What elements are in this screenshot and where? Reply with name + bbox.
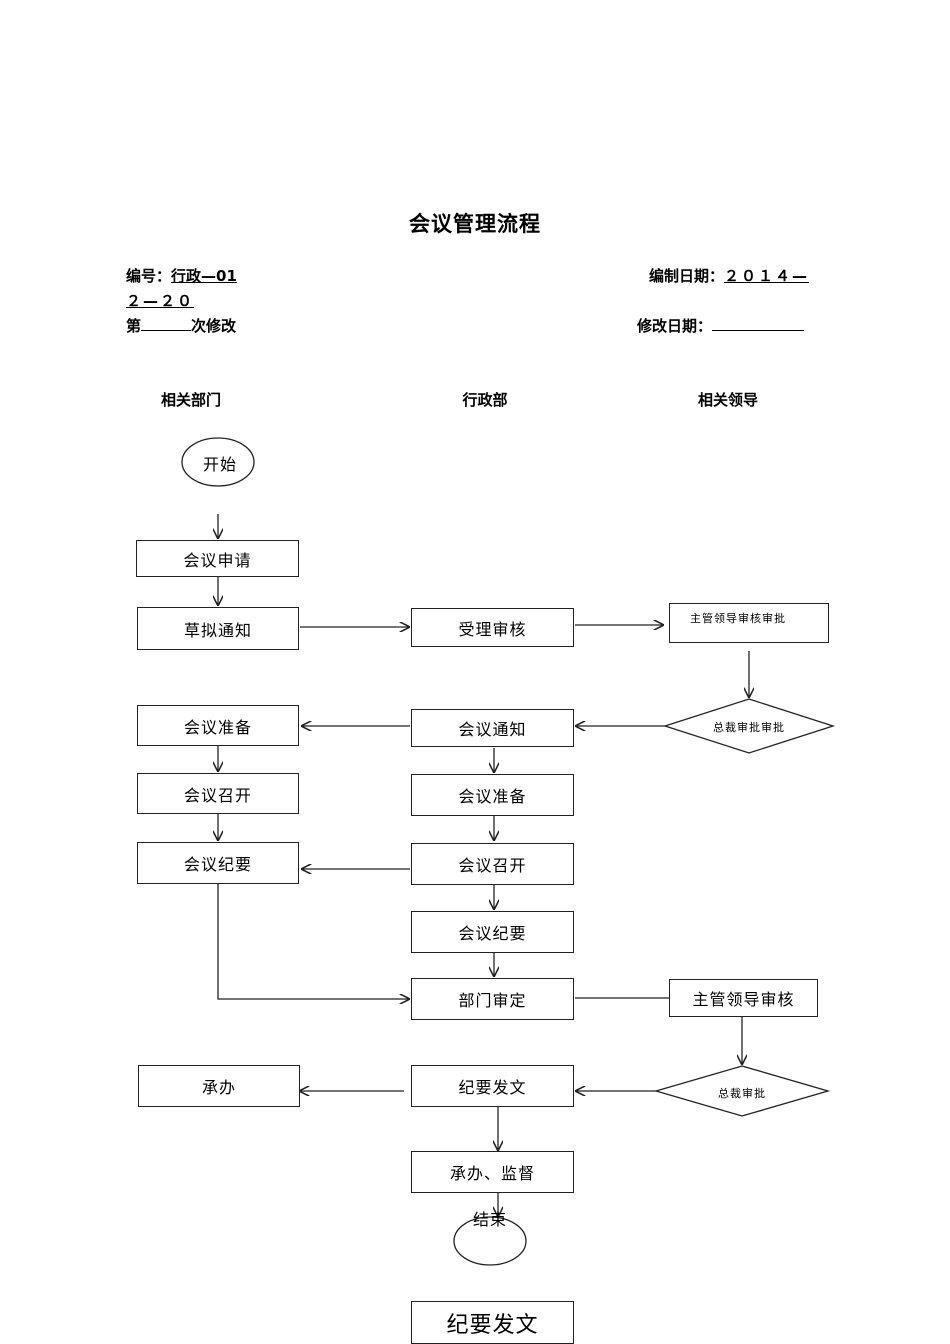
- admin-prep-box: 会议准备: [411, 774, 574, 816]
- undertake-box: 承办: [138, 1065, 300, 1107]
- start-ellipse: [181, 437, 255, 487]
- admin-notice-box: 会议通知: [411, 709, 574, 747]
- admin-minutes-box: 会议纪要: [411, 911, 574, 953]
- column-leader: 相关领导: [697, 391, 758, 409]
- document-number: 编号：行政—01: [126, 265, 237, 286]
- column-dept: 相关部门: [160, 391, 221, 409]
- ceo-approval2-label: 总裁审批: [718, 1087, 766, 1100]
- end-label: 结束: [472, 1210, 507, 1229]
- compile-date-label: 编制日期：: [649, 267, 725, 285]
- draft-notice-box: 草拟通知: [137, 607, 299, 650]
- ceo-approval-label: 总裁审批审批: [713, 721, 785, 734]
- compile-date-value-2: ２—２０: [126, 292, 195, 310]
- supervisor-review-box: 主管领导审核: [669, 979, 818, 1017]
- extra-publish-box: 纪要发文: [411, 1301, 574, 1344]
- document-number-label: 编号：: [126, 267, 172, 285]
- accept-review-box: 受理审核: [411, 608, 574, 647]
- revision-date-blank: [712, 316, 805, 331]
- revision-blank: [141, 316, 192, 331]
- column-admin: 行政部: [462, 391, 508, 409]
- revision-date: 修改日期：: [637, 315, 805, 336]
- end-ellipse: [453, 1216, 527, 1266]
- start-label: 开始: [202, 455, 237, 474]
- page-title: 会议管理流程: [409, 212, 541, 236]
- publish-minutes-box: 纪要发文: [411, 1065, 574, 1107]
- meeting-request-box: 会议申请: [136, 540, 299, 577]
- revision-suffix: 次修改: [191, 317, 237, 335]
- compile-date-value-1: ２０１４—: [724, 267, 810, 285]
- admin-hold-box: 会议召开: [411, 843, 574, 885]
- dept-review-box: 部门审定: [411, 978, 574, 1020]
- dept-minutes-box: 会议纪要: [137, 842, 299, 884]
- dept-hold-box: 会议召开: [137, 773, 299, 814]
- ceo-approval-diamond: [662, 698, 836, 754]
- compile-date: 编制日期：２０１４—: [649, 265, 809, 286]
- dept-prep-box: 会议准备: [137, 705, 299, 746]
- revision-date-label: 修改日期：: [637, 317, 713, 335]
- supervisor-approval-box: 主管领导审核审批: [669, 603, 829, 643]
- ceo-approval2-diamond: [653, 1065, 831, 1117]
- revision-prefix: 第: [126, 317, 142, 335]
- revision-count: 第 次修改: [126, 315, 236, 336]
- document-number-value: 行政—01: [171, 267, 237, 285]
- undertake-supervise-box: 承办、监督: [411, 1151, 574, 1193]
